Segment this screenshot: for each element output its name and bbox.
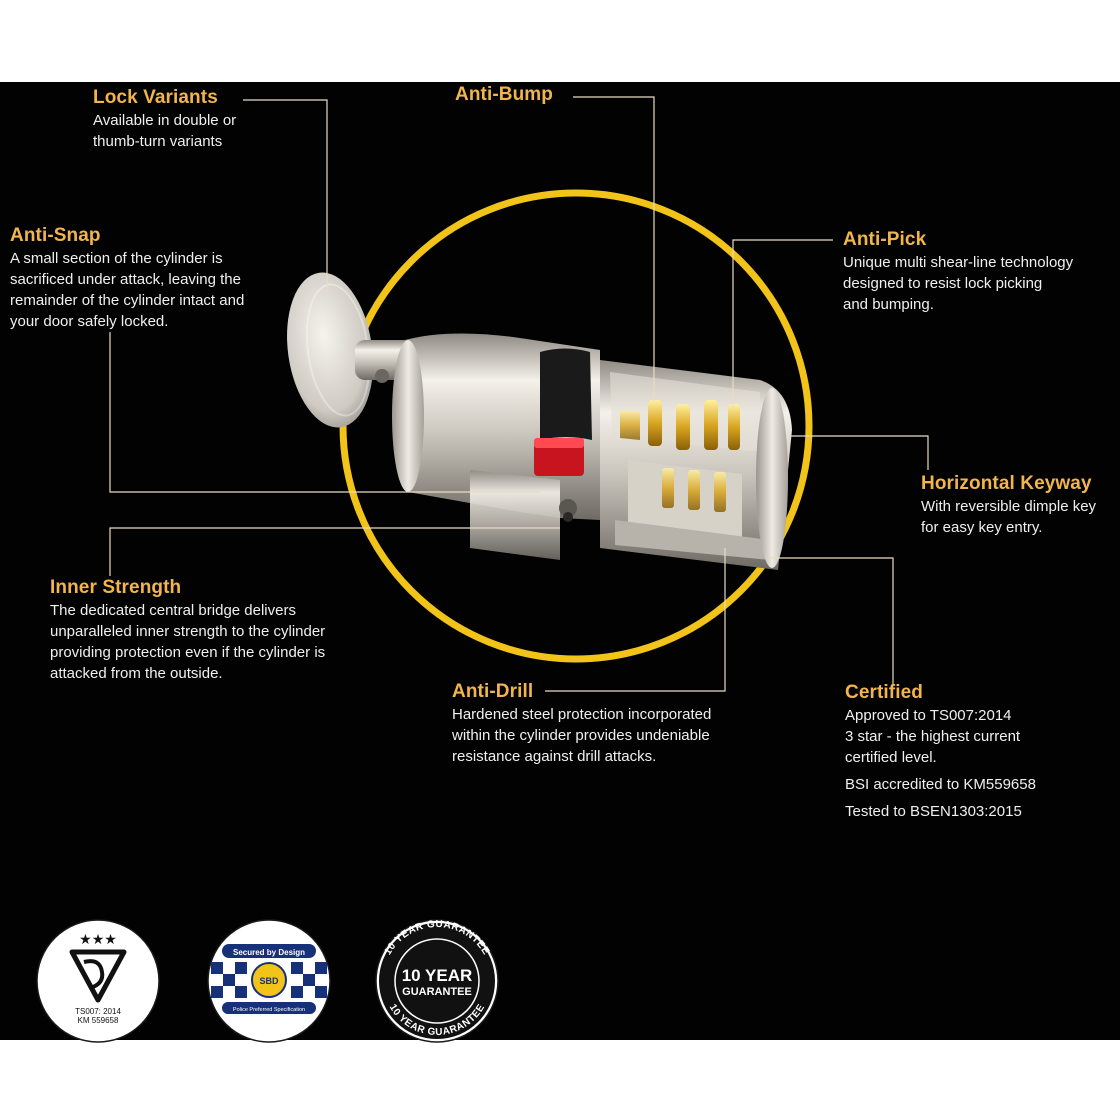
feature-text: and bumping. — [843, 296, 934, 313]
feature-text: your door safely locked. — [10, 313, 169, 330]
guarantee-icon: 10 YEAR GUARANTEE 10 YEAR GUARANTEE 10 Y… — [375, 919, 499, 1043]
feature-anti-bump: Anti-Bump — [455, 83, 553, 107]
feature-text: attacked from the outside. — [50, 665, 223, 682]
feature-title: Inner Strength — [50, 577, 182, 598]
leader-lines — [109, 96, 929, 692]
sbd-top-label: Secured by Design — [233, 948, 305, 957]
feature-anti-drill: Anti-Drill Hardened steel protection inc… — [452, 680, 711, 767]
feature-title: Anti-Bump — [455, 84, 553, 105]
svg-text:★★★: ★★★ — [79, 932, 117, 948]
feature-text: designed to resist lock picking — [843, 275, 1043, 292]
feature-text: certified level. — [845, 749, 937, 766]
feature-lock-variants: Lock Variants Available in double or thu… — [93, 86, 236, 152]
feature-text: A small section of the cylinder is — [10, 250, 223, 267]
feature-text: Approved to TS007:2014 — [845, 707, 1012, 724]
feature-text: With reversible dimple key — [921, 498, 1097, 515]
feature-text: sacrificed under attack, leaving the — [10, 271, 241, 288]
kitemark-line1: TS007: 2014 — [75, 1007, 121, 1016]
feature-text: The dedicated central bridge delivers — [50, 602, 296, 619]
feature-text: BSI accredited to KM559658 — [845, 776, 1036, 793]
feature-text: thumb-turn variants — [93, 133, 223, 150]
feature-text: Available in double or — [93, 112, 237, 129]
feature-text: unparalleled inner strength to the cylin… — [50, 623, 326, 640]
feature-inner-strength: Inner Strength The dedicated central bri… — [50, 576, 325, 684]
feature-title: Certified — [845, 682, 923, 703]
guarantee-main-2: GUARANTEE — [402, 986, 472, 998]
feature-certified: Certified Approved to TS007:2014 3 star … — [845, 681, 1036, 822]
sbd-icon: Secured by Design SBD Police Preferred S… — [207, 919, 331, 1043]
feature-horizontal-keyway: Horizontal Keyway With reversible dimple… — [921, 472, 1096, 538]
feature-text: Tested to BSEN1303:2015 — [845, 803, 1022, 820]
kitemark-line2: KM 559658 — [78, 1016, 119, 1025]
red-indicator — [534, 438, 584, 476]
feature-title: Anti-Snap — [10, 225, 101, 246]
feature-text: Hardened steel protection incorporated — [452, 706, 712, 723]
feature-title: Horizontal Keyway — [921, 473, 1092, 494]
kitemark-icon: ★★★ TS007: 2014 KM 559658 — [36, 919, 160, 1043]
brass-pins — [620, 400, 740, 512]
feature-text: within the cylinder provides undeniable — [452, 727, 710, 744]
feature-text: Unique multi shear-line technology — [843, 254, 1074, 271]
sbd-bottom-label: Police Preferred Specification — [233, 1007, 305, 1013]
feature-text: for easy key entry. — [921, 519, 1043, 536]
feature-text: providing protection even if the cylinde… — [50, 644, 326, 661]
infographic-panel — [0, 82, 1120, 1040]
feature-text: remainder of the cylinder intact and — [10, 292, 245, 309]
feature-title: Anti-Pick — [843, 229, 927, 250]
feature-anti-snap: Anti-Snap A small section of the cylinde… — [10, 224, 244, 332]
feature-title: Lock Variants — [93, 87, 218, 108]
feature-title: Anti-Drill — [452, 681, 534, 702]
guarantee-main-1: 10 YEAR — [402, 966, 473, 985]
feature-text: resistance against drill attacks. — [452, 748, 657, 765]
feature-anti-pick: Anti-Pick Unique multi shear-line techno… — [843, 228, 1073, 315]
sbd-center-label: SBD — [259, 976, 279, 986]
feature-text: 3 star - the highest current — [845, 728, 1021, 745]
